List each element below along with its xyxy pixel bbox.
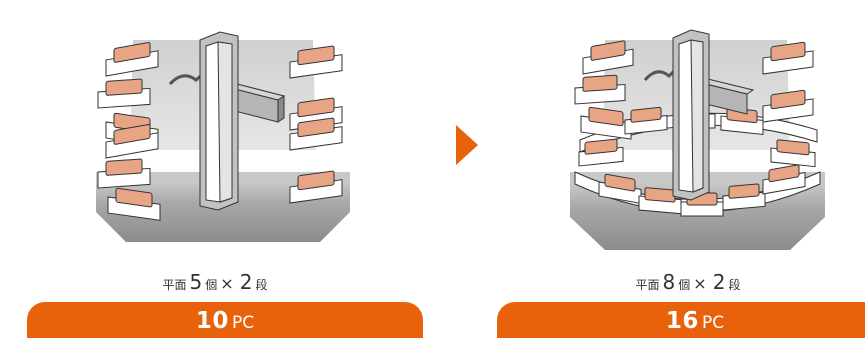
pallet-shelf: [97, 78, 151, 109]
caption-prefix: 平面: [635, 278, 660, 292]
pallet-shelf: [722, 183, 766, 211]
total-unit: PC: [701, 313, 725, 333]
caption-suffix: 段: [728, 278, 741, 292]
caption-unit: 個: [205, 278, 218, 292]
arrow-right-icon: [456, 125, 478, 165]
left-storage-illustration: [96, 31, 350, 242]
pallet-shelf: [598, 173, 642, 204]
pallet-shelf: [289, 170, 343, 204]
pallet-shelf: [97, 158, 151, 189]
pallet-shelf: [762, 89, 814, 123]
pallet-shelf: [574, 74, 626, 105]
total-number: 16: [665, 308, 699, 334]
pallet-shelf: [578, 138, 624, 167]
pallet-shelf: [762, 164, 806, 195]
pallet-shelf: [580, 106, 632, 140]
caption-times: ×: [693, 274, 707, 293]
caption-times: ×: [220, 274, 234, 293]
pallet-shelf: [720, 107, 764, 135]
total-number: 10: [195, 308, 229, 334]
pallet-shelf: [582, 40, 634, 75]
caption-suffix: 段: [255, 278, 268, 292]
caption-per-level: 8: [662, 270, 676, 294]
pallet-shelf: [289, 117, 343, 151]
pallet-shelf: [624, 106, 668, 135]
caption-levels: 2: [239, 270, 253, 294]
pallet-shelf: [107, 187, 161, 221]
right-caption: 平面 8 個 × 2 段: [578, 270, 798, 298]
left-total-badge: 10 PC: [27, 302, 423, 338]
caption-prefix: 平面: [162, 278, 187, 292]
pallet-shelf: [289, 45, 343, 79]
caption-levels: 2: [712, 270, 726, 294]
pallet-shelf: [770, 139, 816, 168]
pallet-shelf: [762, 41, 814, 75]
caption-unit: 個: [678, 278, 691, 292]
vertical-mast: [199, 31, 239, 211]
total-unit: PC: [231, 313, 255, 333]
caption-per-level: 5: [189, 270, 203, 294]
left-caption: 平面 5 個 × 2 段: [105, 270, 325, 298]
vertical-mast: [672, 29, 710, 201]
pallet-shelf: [105, 42, 159, 77]
pallet-shelf: [105, 124, 159, 159]
right-total-badge: 16 PC: [497, 302, 865, 338]
right-storage-illustration: [570, 29, 825, 250]
